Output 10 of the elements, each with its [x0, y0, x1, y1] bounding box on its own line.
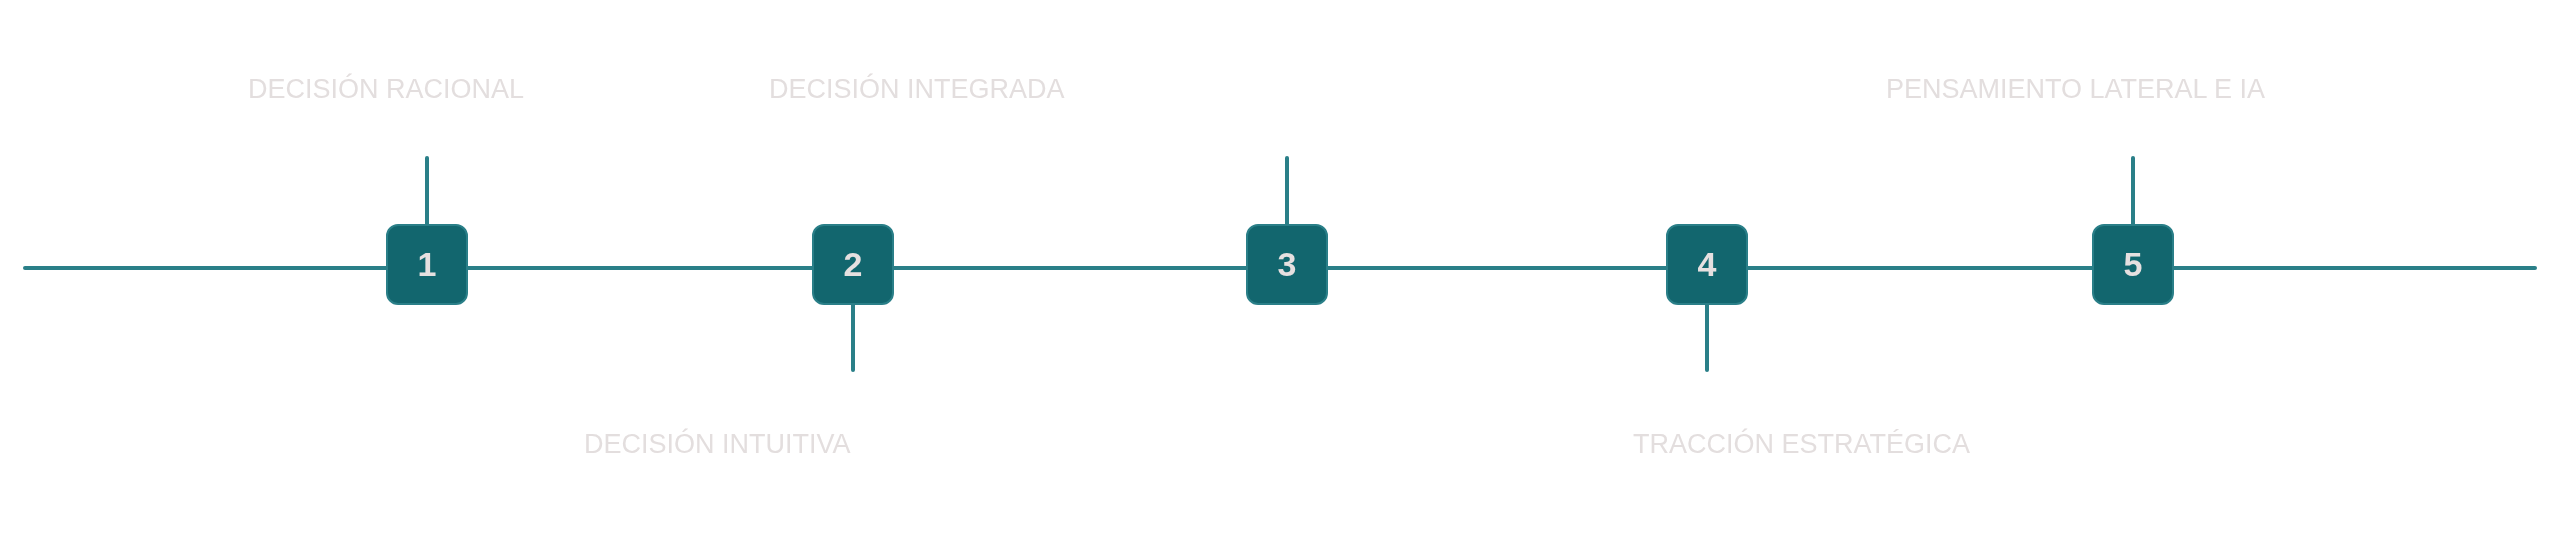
step-number: 5: [2123, 245, 2143, 284]
step-number: 1: [417, 245, 437, 284]
step-box: [1246, 224, 1328, 305]
step-number: 2: [843, 245, 863, 284]
step-box: [386, 224, 468, 305]
step-box: [1666, 224, 1748, 305]
step-box: [2092, 224, 2174, 305]
step-box: [812, 224, 894, 305]
step-number: 3: [1277, 245, 1297, 284]
step-number: 4: [1697, 245, 1717, 284]
